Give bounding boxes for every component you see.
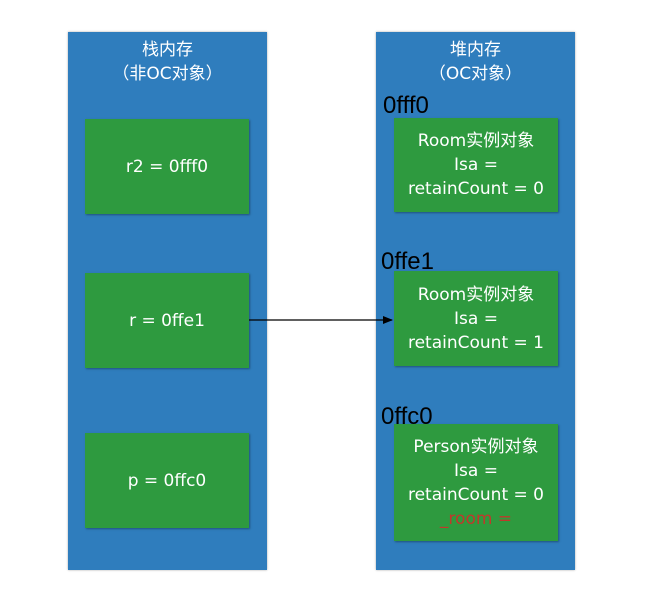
- object-name: Room实例对象: [417, 131, 535, 151]
- stack-cell-label: r = 0ffe1: [129, 310, 205, 331]
- object-isa: Isa =: [454, 460, 498, 481]
- heap-title: 堆内存: [450, 40, 501, 60]
- stack-cell-label: r2 = 0fff0: [125, 156, 209, 177]
- object-room-field: _room =: [439, 508, 513, 529]
- heap-object-person-0ffc0: Person实例对象 Isa = retainCount = 0 _room =: [394, 424, 558, 541]
- object-retain-count: retainCount = 1: [407, 332, 544, 353]
- heap-subtitle: （OC对象）: [428, 64, 523, 84]
- address-label: 0fff0: [383, 92, 429, 119]
- address-label: 0ffc0: [381, 403, 433, 430]
- address-label: 0ffe1: [381, 248, 434, 275]
- stack-cell-r2: r2 = 0fff0: [85, 119, 249, 214]
- object-retain-count: retainCount = 0: [407, 484, 544, 505]
- heap-object-room-0ffe1: Room实例对象 Isa = retainCount = 1: [394, 271, 558, 366]
- object-retain-count: retainCount = 0: [407, 179, 544, 199]
- object-name: Person实例对象: [413, 436, 539, 457]
- object-name: Room实例对象: [417, 284, 535, 305]
- object-isa: Isa =: [454, 155, 498, 175]
- stack-cell-label: p = 0ffc0: [127, 470, 207, 491]
- stack-cell-r: r = 0ffe1: [85, 273, 249, 368]
- stack-title: 栈内存: [142, 40, 193, 60]
- stack-cell-p: p = 0ffc0: [85, 433, 249, 528]
- object-isa: Isa =: [454, 308, 498, 329]
- heap-object-room-0fff0: Room实例对象 Isa = retainCount = 0: [394, 118, 558, 212]
- stack-subtitle: （非OC对象）: [112, 64, 223, 84]
